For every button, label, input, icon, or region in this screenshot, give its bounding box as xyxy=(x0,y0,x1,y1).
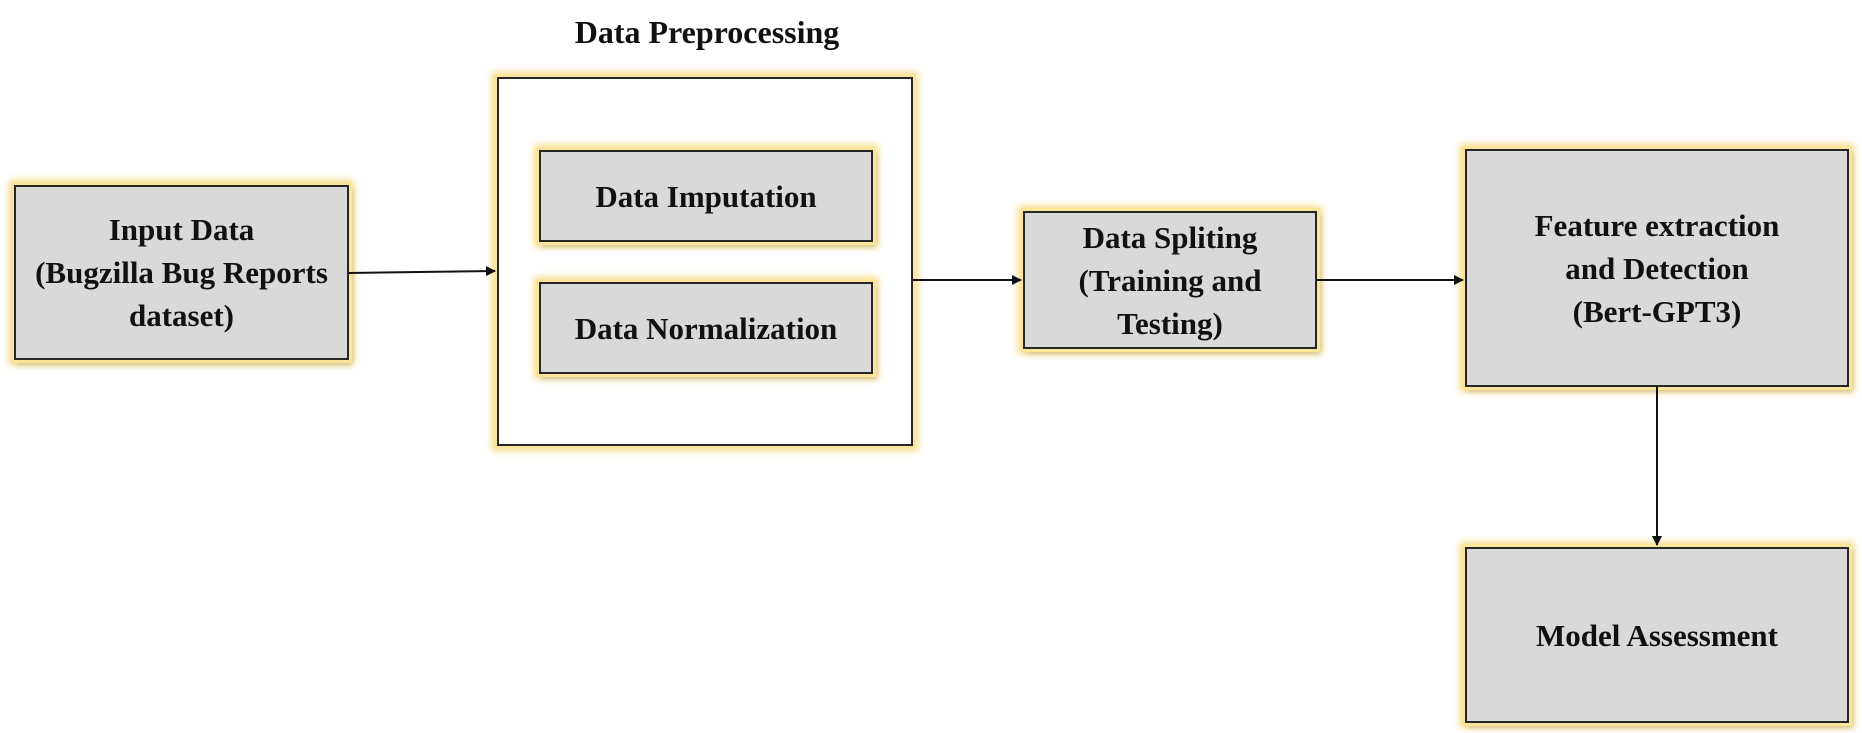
arrow-input-to-preprocessing xyxy=(348,266,496,277)
data-imputation-box: Data Imputation xyxy=(539,150,873,242)
data-normalization-label: Data Normalization xyxy=(574,310,838,346)
data-splitting-box: Data Spliting (Training and Testing) xyxy=(1023,211,1317,349)
data-preprocessing-title: Data Preprocessing xyxy=(574,14,840,50)
model-assessment-label: Model Assessment xyxy=(1536,617,1778,653)
data-preprocessing-group xyxy=(497,77,913,446)
feature-extraction-label: Feature extraction and Detection (Bert-G… xyxy=(1534,207,1780,329)
data-normalization-box: Data Normalization xyxy=(539,282,873,374)
feature-extraction-box: Feature extraction and Detection (Bert-G… xyxy=(1465,149,1849,387)
model-assessment-box: Model Assessment xyxy=(1465,547,1849,723)
input-data-box: Input Data (Bugzilla Bug Reports dataset… xyxy=(14,185,349,360)
data-splitting-label: Data Spliting (Training and Testing) xyxy=(1078,219,1262,341)
input-data-label: Input Data (Bugzilla Bug Reports dataset… xyxy=(35,212,328,333)
data-imputation-label: Data Imputation xyxy=(595,178,817,214)
